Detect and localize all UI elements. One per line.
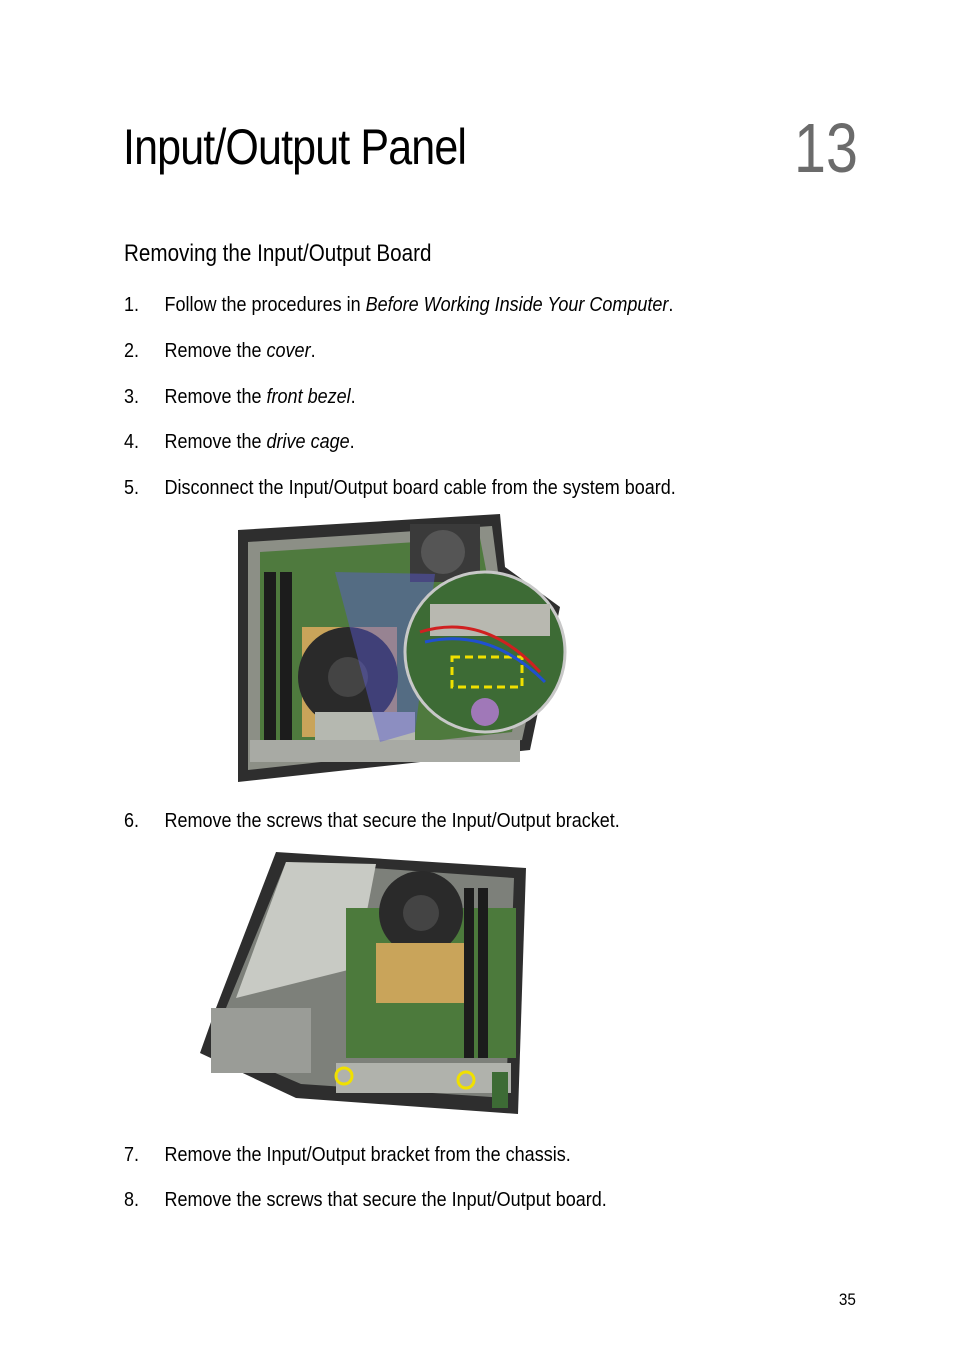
step-text-end: . xyxy=(349,431,355,453)
step-number: 4. xyxy=(124,431,140,453)
step-text: Follow the procedures in xyxy=(164,294,366,316)
step-5: 5. Disconnect the Input/Output board cabl… xyxy=(124,477,676,500)
step-3: 3. Remove the front bezel. xyxy=(124,386,356,409)
step-7: 7. Remove the Input/Output bracket from t… xyxy=(124,1144,571,1167)
step-text: Remove the screws that secure the Input/… xyxy=(164,810,620,832)
chapter-number: 13 xyxy=(794,109,858,187)
step-number: 5. xyxy=(124,477,140,499)
section-heading: Removing the Input/Output Board xyxy=(124,240,432,267)
step-text-end: . xyxy=(310,340,316,362)
step-2: 2. Remove the cover. xyxy=(124,340,316,363)
io-cable-figure xyxy=(238,514,567,782)
chapter-title: Input/Output Panel xyxy=(123,119,467,175)
step-text: Remove the xyxy=(164,431,267,453)
step-number: 6. xyxy=(124,810,140,832)
step-8: 8. Remove the screws that secure the Inpu… xyxy=(124,1189,607,1212)
step-number: 3. xyxy=(124,386,140,408)
step-4: 4. Remove the drive cage. xyxy=(124,431,355,454)
step-6: 6. Remove the screws that secure the Inpu… xyxy=(124,810,620,833)
step-link[interactable]: Before Working Inside Your Computer xyxy=(365,294,669,316)
step-link[interactable]: cover xyxy=(266,340,311,362)
step-number: 1. xyxy=(124,294,140,316)
step-text: Remove the xyxy=(164,386,267,408)
step-text-end: . xyxy=(668,294,674,316)
step-text: Remove the Input/Output bracket from the… xyxy=(164,1144,571,1166)
step-text-end: . xyxy=(350,386,356,408)
page-number: 35 xyxy=(838,1290,856,1309)
step-text: Remove the xyxy=(164,340,267,362)
step-number: 7. xyxy=(124,1144,140,1166)
step-text: Remove the screws that secure the Input/… xyxy=(164,1189,607,1211)
io-bracket-figure xyxy=(200,852,526,1114)
step-1: 1. Follow the procedures in Before Workin… xyxy=(124,294,673,317)
step-number: 8. xyxy=(124,1189,140,1211)
step-text: Disconnect the Input/Output board cable … xyxy=(164,477,676,499)
step-number: 2. xyxy=(124,340,140,362)
step-link[interactable]: front bezel xyxy=(266,386,351,408)
step-link[interactable]: drive cage xyxy=(266,431,350,453)
